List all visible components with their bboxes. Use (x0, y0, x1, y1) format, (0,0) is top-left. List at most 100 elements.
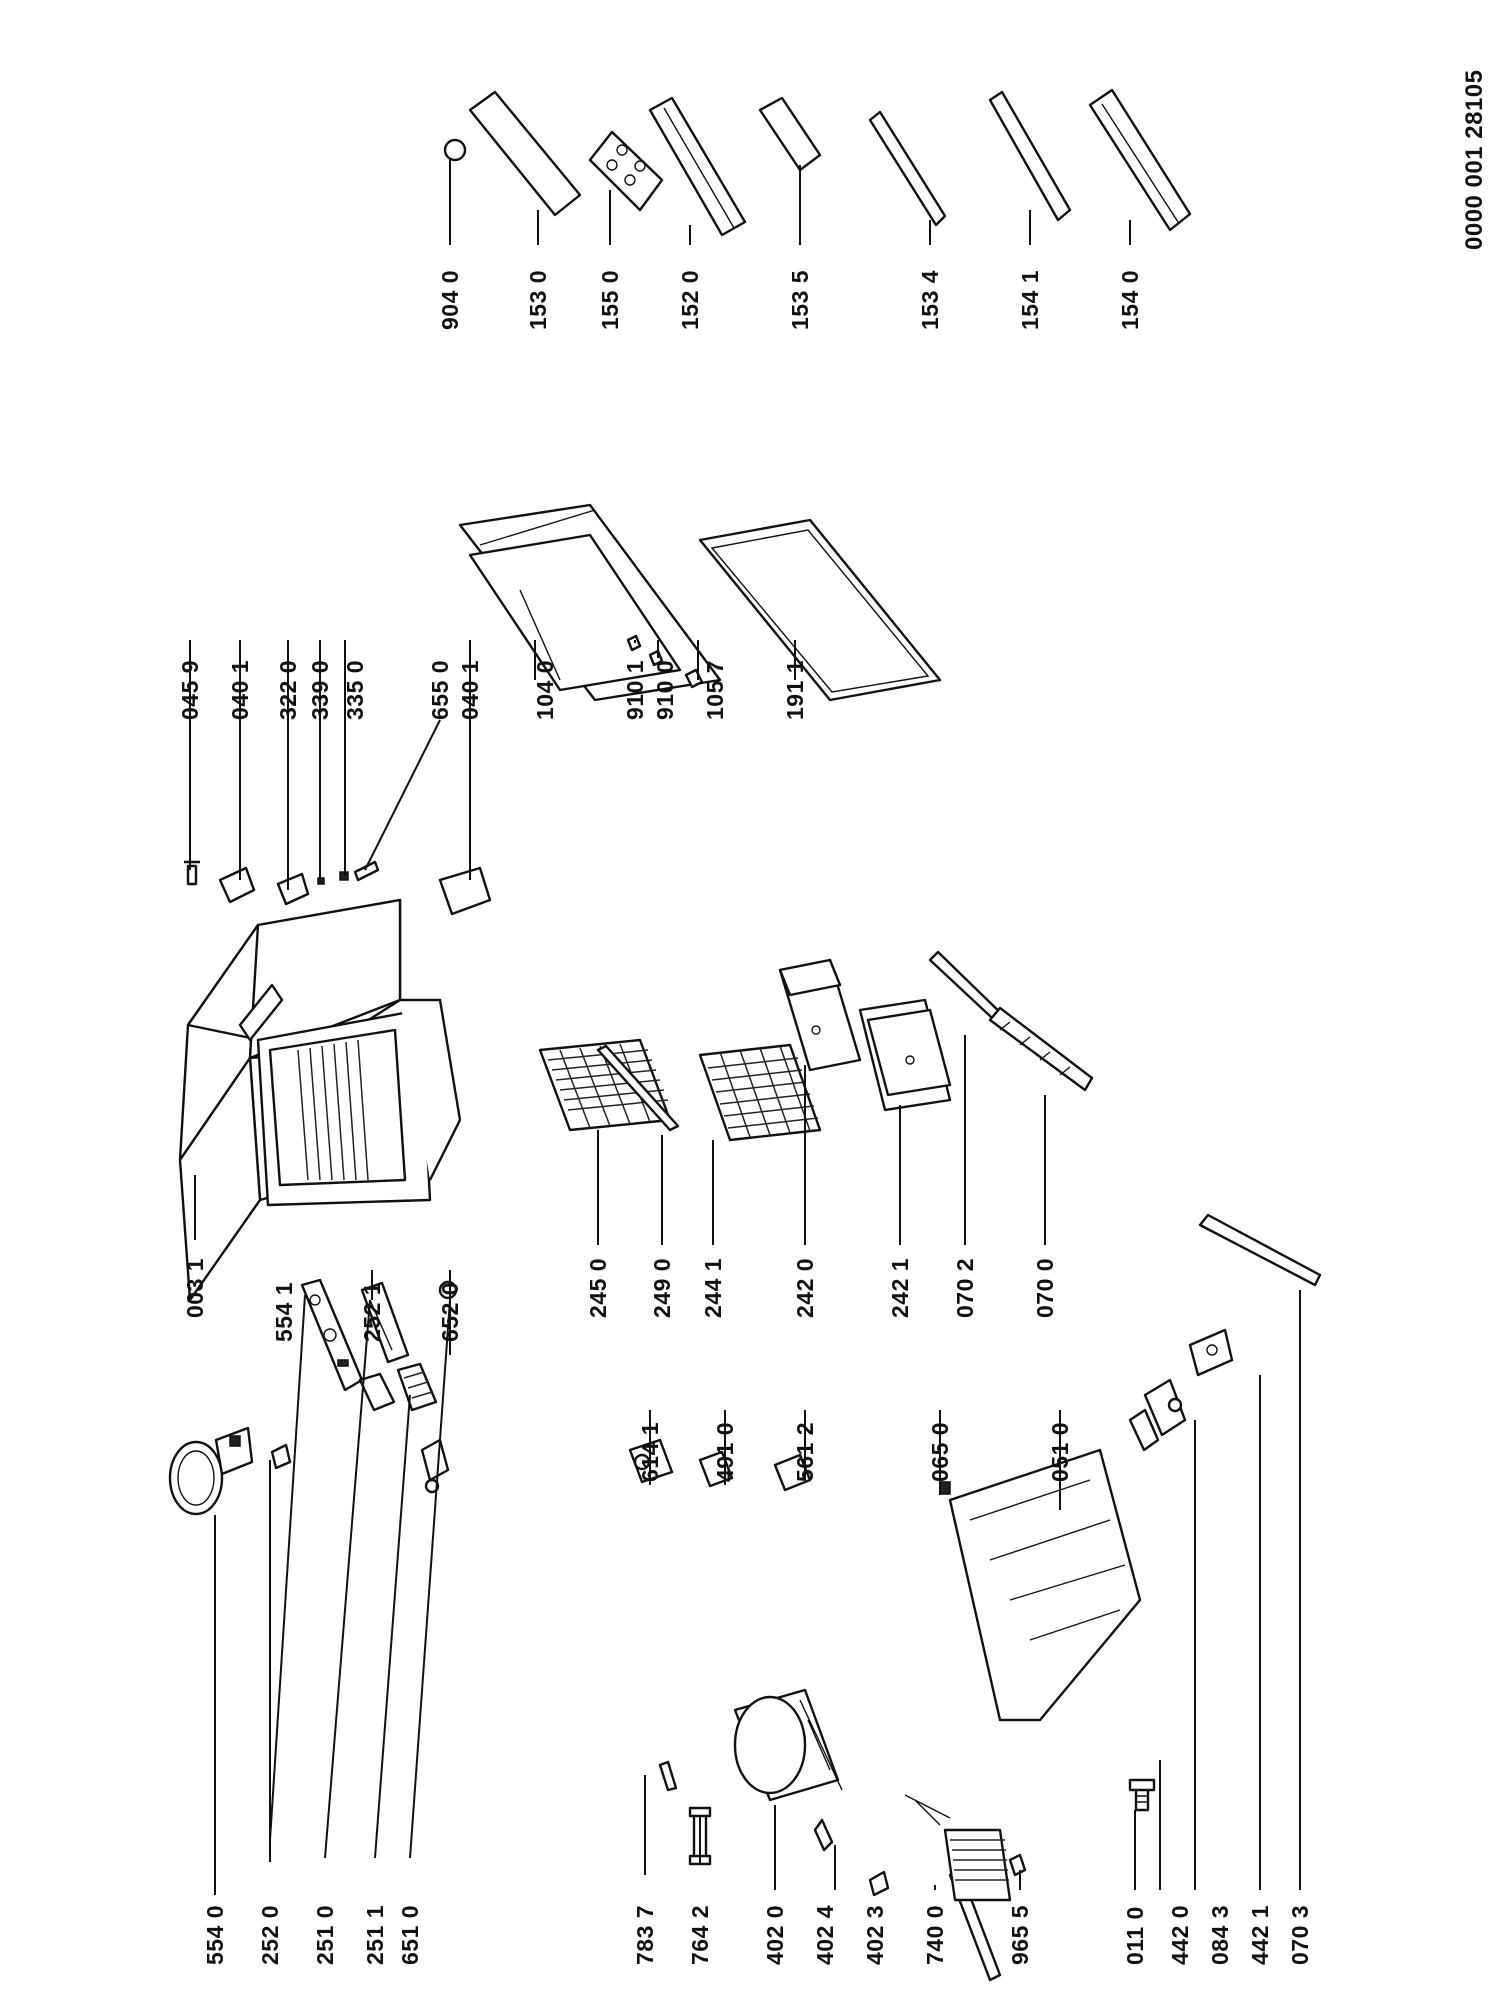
screw-drawing (184, 860, 200, 886)
label-154-1: 154 1 (1017, 270, 1043, 330)
label-910-0: 910 0 (652, 660, 678, 720)
label-153-4: 153 4 (917, 270, 943, 330)
label-152-0: 152 0 (677, 270, 703, 330)
label-652-0: 652 0 (437, 1282, 463, 1342)
label-251-1: 251 1 (362, 1905, 388, 1965)
label-104-0: 104 0 (532, 660, 558, 720)
label-904-0: 904 0 (437, 270, 463, 330)
base-tray-drawing (948, 1448, 1142, 1722)
label-003-1: 003 1 (182, 1258, 208, 1318)
label-070-0: 070 0 (1032, 1258, 1058, 1318)
overload-drawing (868, 1870, 890, 1897)
label-402-0: 402 0 (762, 1905, 788, 1965)
bolt-drawing (1128, 1778, 1156, 1812)
label-070-2: 070 2 (952, 1258, 978, 1318)
label-910-1: 910 1 (622, 660, 648, 720)
small-door-shelf-drawing (758, 96, 822, 172)
cap-drawing (443, 138, 467, 162)
part-number-labels: 554 0 252 0 251 0 251 1 651 0 554 1 252 … (177, 270, 1313, 1965)
label-011-0: 011 0 (1122, 1906, 1148, 1965)
base-bracket-drawing (988, 1006, 1094, 1092)
shelf-strip-drawing (596, 1044, 680, 1132)
label-251-0: 251 0 (312, 1905, 338, 1965)
grommet-drawing (939, 1481, 951, 1495)
label-442-0: 442 0 (1167, 1905, 1193, 1965)
label-154-0: 154 0 (1117, 270, 1143, 330)
label-322-0: 322 0 (275, 660, 301, 720)
door-shelf-drawing-large (648, 96, 747, 237)
compressor-drawing (733, 1688, 843, 1802)
drain-valve-drawing (1008, 1853, 1027, 1877)
top-hinge-drawing (218, 866, 256, 904)
label-402-4: 402 4 (812, 1905, 838, 1965)
condenser-drawing (904, 1794, 1012, 1982)
document-number: 0000 001 28105 (1461, 69, 1488, 250)
bottle-guard-drawing (988, 90, 1072, 222)
foot-bracket-drawing (1128, 1378, 1187, 1452)
label-339-0: 339 0 (307, 660, 333, 720)
label-242-0: 242 0 (792, 1258, 818, 1318)
label-191-1: 191 1 (782, 660, 808, 720)
label-242-1: 242 1 (887, 1258, 913, 1318)
label-065-0: 065 0 (927, 1422, 953, 1482)
leader-lines (189, 158, 1301, 1895)
label-084-3: 084 3 (1207, 1905, 1233, 1965)
label-040-1-top: 040 1 (227, 660, 253, 720)
gasket-drawing (698, 518, 942, 702)
bottle-shelf-drawing (1088, 88, 1192, 232)
label-244-1: 244 1 (700, 1258, 726, 1318)
label-153-0: 153 0 (525, 270, 551, 330)
label-153-5: 153 5 (787, 270, 813, 330)
crisper-tray-drawing (858, 998, 952, 1112)
pin-drawing (353, 860, 380, 882)
label-554-0: 554 0 (202, 1905, 228, 1965)
label-335-0: 335 0 (342, 660, 368, 720)
plate-drawing-a (358, 1372, 396, 1412)
label-252-1: 252 1 (359, 1282, 385, 1342)
label-740-0: 740 0 (922, 1905, 948, 1965)
label-402-3: 402 3 (862, 1905, 888, 1965)
thermostat-drawing (420, 1438, 450, 1494)
label-155-0: 155 0 (597, 270, 623, 330)
capillary-clip-drawing (658, 1760, 678, 1792)
label-554-1: 554 1 (271, 1282, 297, 1342)
label-491-0: 491 0 (712, 1422, 738, 1482)
cabinet-drawing (178, 898, 462, 1302)
label-105-7: 105 7 (702, 660, 728, 720)
door-bar-drawing (468, 90, 582, 217)
label-045-9: 045 9 (177, 660, 203, 720)
bottle-rail-drawing (868, 110, 947, 227)
label-249-0: 249 0 (649, 1258, 675, 1318)
kick-plate-drawing (1198, 1213, 1322, 1287)
label-245-0: 245 0 (585, 1258, 611, 1318)
label-655-0: 655 0 (427, 660, 453, 720)
plate-drawing-b (396, 1362, 438, 1412)
door-drawing (458, 503, 722, 702)
grid-shelf-drawing (698, 1043, 822, 1142)
label-651-0: 651 0 (397, 1905, 423, 1965)
label-965-5: 965 5 (1007, 1905, 1033, 1965)
label-561-2: 561 2 (792, 1422, 818, 1482)
label-051-0: 051 0 (1047, 1422, 1073, 1482)
knob-drawing (438, 1280, 458, 1300)
label-614-1: 614 1 (637, 1422, 663, 1482)
crisper-drawer-drawing (778, 958, 862, 1072)
label-783-7: 783 7 (632, 1905, 658, 1965)
lamp-housing-drawing (168, 1426, 254, 1516)
control-panel-drawing (300, 1278, 364, 1392)
label-252-0: 252 0 (257, 1905, 283, 1965)
knob-panel-drawing (360, 1281, 410, 1364)
clip-drawing (270, 1443, 292, 1470)
hinge-drawing (276, 872, 310, 906)
egg-tray-drawing (588, 130, 664, 212)
label-070-3: 070 3 (1287, 1905, 1313, 1965)
relay-drawing (813, 1818, 834, 1852)
hinge-bracket-drawing (1188, 1328, 1234, 1377)
label-442-1: 442 1 (1247, 1905, 1273, 1965)
label-764-2: 764 2 (687, 1905, 713, 1965)
bracket-small-drawing (773, 1453, 812, 1492)
part-drawings (168, 88, 1322, 1982)
bottom-hinge-drawing (438, 866, 492, 916)
